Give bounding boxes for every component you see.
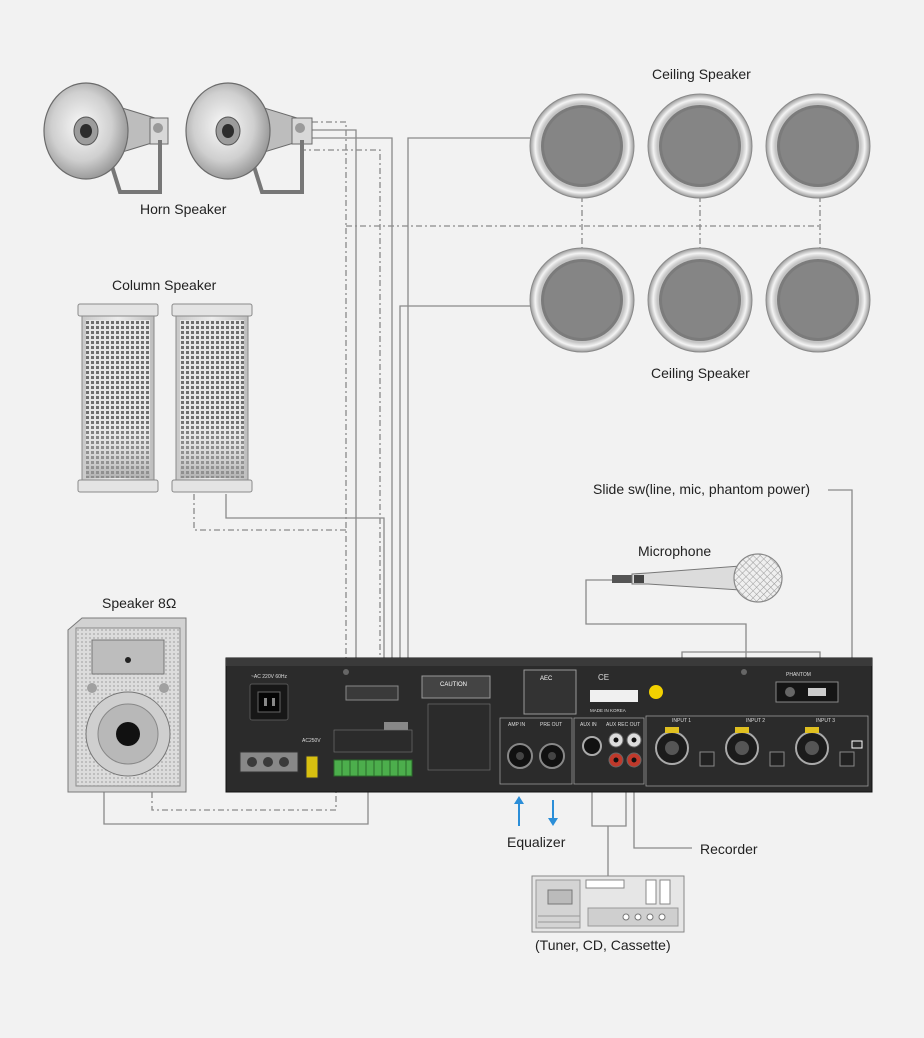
- ceiling-speaker: [647, 247, 753, 353]
- horn-speaker-label: Horn Speaker: [140, 201, 227, 217]
- speaker-8ohm: [67, 617, 187, 793]
- sources-label: (Tuner, CD, Cassette): [535, 937, 671, 953]
- xlr-input-2: [725, 727, 785, 767]
- speaker-8ohm-label: Speaker 8Ω: [102, 595, 177, 611]
- xlr-input-3: [795, 727, 855, 767]
- aux-rec-out-label: AUX REC OUT: [606, 722, 640, 728]
- ceiling-speakers-top: [529, 93, 871, 199]
- input2-label: INPUT 2: [746, 718, 765, 724]
- aux-in-label: AUX IN: [580, 722, 597, 728]
- microphone: [612, 553, 783, 603]
- horn-speaker-left: [43, 82, 169, 194]
- ceiling-speaker: [529, 93, 635, 199]
- ceiling-speaker: [647, 93, 753, 199]
- xlr-input-1: [655, 727, 715, 767]
- tuner-cd-cassette-unit: [531, 875, 685, 933]
- recorder-label: Recorder: [700, 841, 758, 857]
- input3-label: INPUT 3: [816, 718, 835, 724]
- input1-label: INPUT 1: [672, 718, 691, 724]
- ceiling-speaker: [765, 247, 871, 353]
- fuse-rating: AC250V: [302, 738, 321, 744]
- ceiling-speakers-bottom: [529, 247, 871, 353]
- pre-out-label: PRE OUT: [540, 722, 562, 728]
- power-rating: ~AC 220V 60Hz: [251, 674, 287, 680]
- column-speaker-label: Column Speaker: [112, 277, 217, 293]
- ceiling-speaker-top-label: Ceiling Speaker: [652, 66, 751, 82]
- equalizer-arrows: [514, 796, 558, 826]
- phantom-label: PHANTOM: [786, 672, 811, 678]
- amplifier-rear-panel: ~AC 220V 60Hz AC250V CAUTION AEC CE MADE…: [225, 657, 873, 793]
- column-speaker-left: [77, 303, 159, 493]
- equalizer-label: Equalizer: [507, 834, 566, 850]
- caution-label: CAUTION: [440, 682, 467, 688]
- column-speaker-right: [171, 303, 253, 493]
- horn-speaker-right: [185, 82, 313, 194]
- brand-label: AEC: [540, 676, 553, 682]
- ce-mark: CE: [598, 673, 609, 682]
- ceiling-speaker: [529, 247, 635, 353]
- microphone-label: Microphone: [638, 543, 712, 559]
- amp-in-label: AMP IN: [508, 722, 526, 728]
- ceiling-speaker-bottom-label: Ceiling Speaker: [651, 365, 750, 381]
- made-in-label: MADE IN KOREA: [590, 708, 626, 713]
- ceiling-speaker: [765, 93, 871, 199]
- slide-switch-label: Slide sw(line, mic, phantom power): [593, 481, 811, 497]
